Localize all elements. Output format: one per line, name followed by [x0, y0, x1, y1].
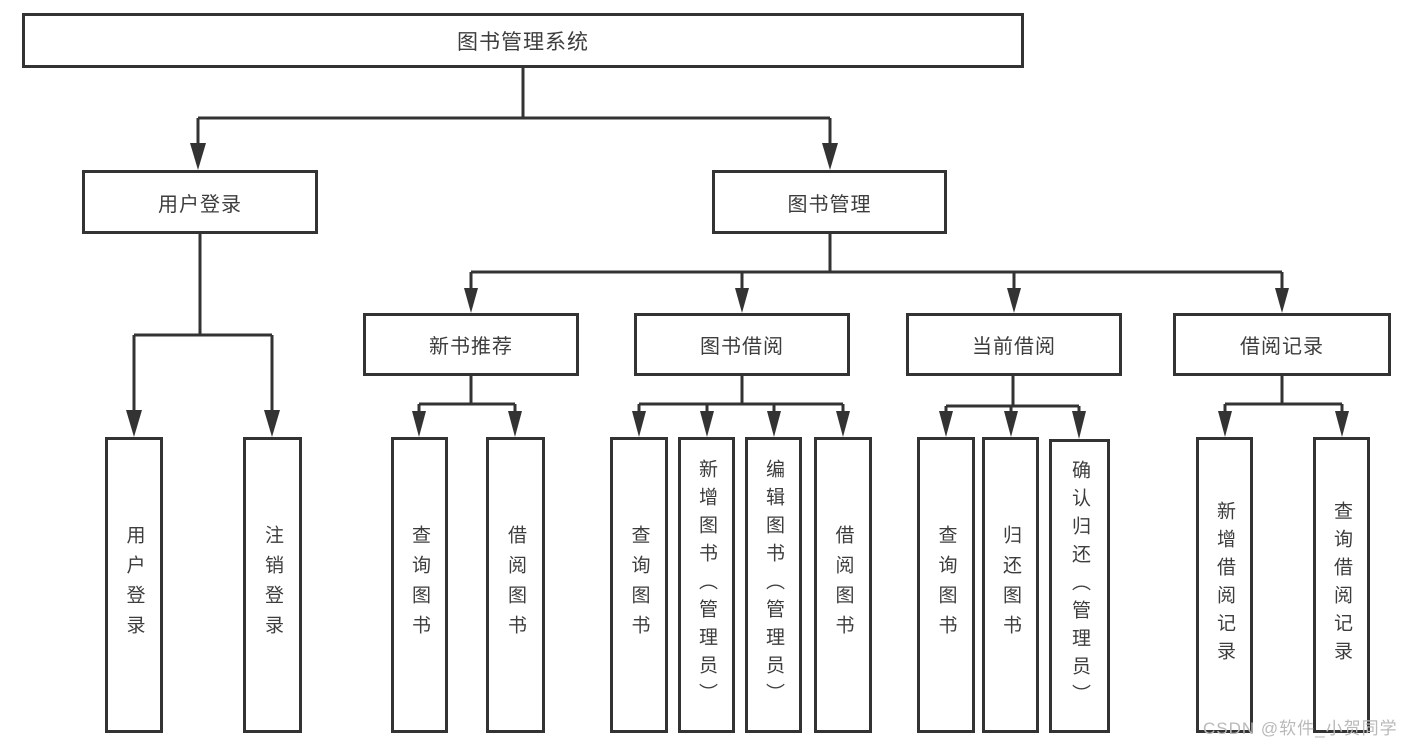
arrow-down-icon — [836, 411, 850, 437]
leaf-query-books-current: 查询图书 — [917, 437, 975, 733]
node-user-login: 用户登录 — [82, 170, 318, 234]
node-label: 编辑图书（管理员） — [763, 459, 784, 711]
leaf-borrow-books-recommend: 借阅图书 — [486, 437, 545, 733]
node-label: 查询借阅记录 — [1331, 501, 1352, 669]
arrow-down-icon — [767, 411, 781, 437]
node-label: 图书管理系统 — [457, 30, 589, 54]
arrow-down-icon — [632, 411, 646, 437]
node-label: 借阅记录 — [1240, 336, 1324, 358]
node-new-book-recommend: 新书推荐 — [363, 313, 579, 376]
arrow-down-icon — [1335, 411, 1349, 437]
connector-book-management-children — [469, 234, 1284, 289]
arrow-down-icon — [1007, 288, 1021, 313]
arrow-down-icon — [1275, 288, 1289, 313]
connector-new-book-children — [417, 376, 517, 412]
arrow-down-icon — [939, 411, 953, 437]
leaf-query-books-recommend: 查询图书 — [391, 437, 448, 733]
csdn-watermark: CSDN @软件_小贺同学 — [1203, 719, 1398, 738]
connector-borrow-records-children — [1223, 376, 1344, 412]
connector-book-borrow-children — [637, 376, 845, 412]
node-label: 图书管理 — [787, 193, 872, 216]
arrow-down-icon — [735, 288, 749, 313]
arrow-down-icon — [822, 143, 838, 170]
leaf-query-books-borrow: 查询图书 — [610, 437, 668, 733]
arrow-down-icon — [1004, 411, 1018, 437]
arrow-down-icon — [508, 411, 522, 437]
node-label: 查询图书 — [409, 525, 430, 645]
node-label: 图书借阅 — [700, 336, 784, 358]
arrow-down-icon — [700, 411, 714, 437]
node-root-library-management-system: 图书管理系统 — [22, 13, 1024, 68]
arrow-down-icon — [190, 143, 206, 170]
arrow-down-icon — [1218, 411, 1232, 437]
leaf-add-borrow-record: 新增借阅记录 — [1196, 437, 1253, 733]
node-book-borrow: 图书借阅 — [634, 313, 850, 376]
node-label: 借阅图书 — [832, 525, 854, 645]
node-label: 查询图书 — [935, 525, 957, 645]
arrow-down-icon — [464, 288, 478, 313]
connector-root-to-level1 — [196, 68, 832, 145]
node-label: 当前借阅 — [972, 336, 1056, 358]
leaf-edit-books-admin: 编辑图书（管理员） — [745, 437, 802, 733]
node-current-borrow: 当前借阅 — [906, 313, 1122, 376]
node-label: 借阅图书 — [505, 525, 526, 645]
leaf-query-borrow-record: 查询借阅记录 — [1313, 437, 1370, 733]
node-borrow-records: 借阅记录 — [1173, 313, 1391, 376]
node-label: 新增图书（管理员） — [696, 459, 717, 711]
connector-current-borrow-children — [944, 376, 1081, 412]
node-label: 新增借阅记录 — [1214, 501, 1235, 669]
node-label: 确认归还（管理员） — [1069, 460, 1090, 712]
arrow-down-icon — [1072, 411, 1086, 439]
leaf-confirm-return-admin: 确认归还（管理员） — [1049, 439, 1110, 733]
arrow-down-icon — [412, 411, 426, 437]
leaf-add-books-admin: 新增图书（管理员） — [678, 437, 735, 733]
arrow-down-icon — [126, 410, 142, 437]
node-label: 用户登录 — [158, 193, 242, 216]
node-label: 新书推荐 — [429, 336, 513, 358]
arrow-down-icon — [264, 410, 280, 437]
leaf-user-login: 用户登录 — [105, 437, 163, 733]
leaf-return-books: 归还图书 — [982, 437, 1039, 733]
leaf-borrow-books: 借阅图书 — [814, 437, 872, 733]
node-label: 注销登录 — [262, 525, 283, 645]
arrow-down-icons — [126, 143, 1349, 439]
connector-user-login-children — [132, 234, 274, 412]
node-label: 查询图书 — [628, 525, 650, 645]
leaf-logout-login: 注销登录 — [243, 437, 302, 733]
node-book-management: 图书管理 — [712, 170, 947, 234]
node-label: 用户登录 — [123, 525, 145, 645]
node-label: 归还图书 — [1000, 525, 1021, 645]
